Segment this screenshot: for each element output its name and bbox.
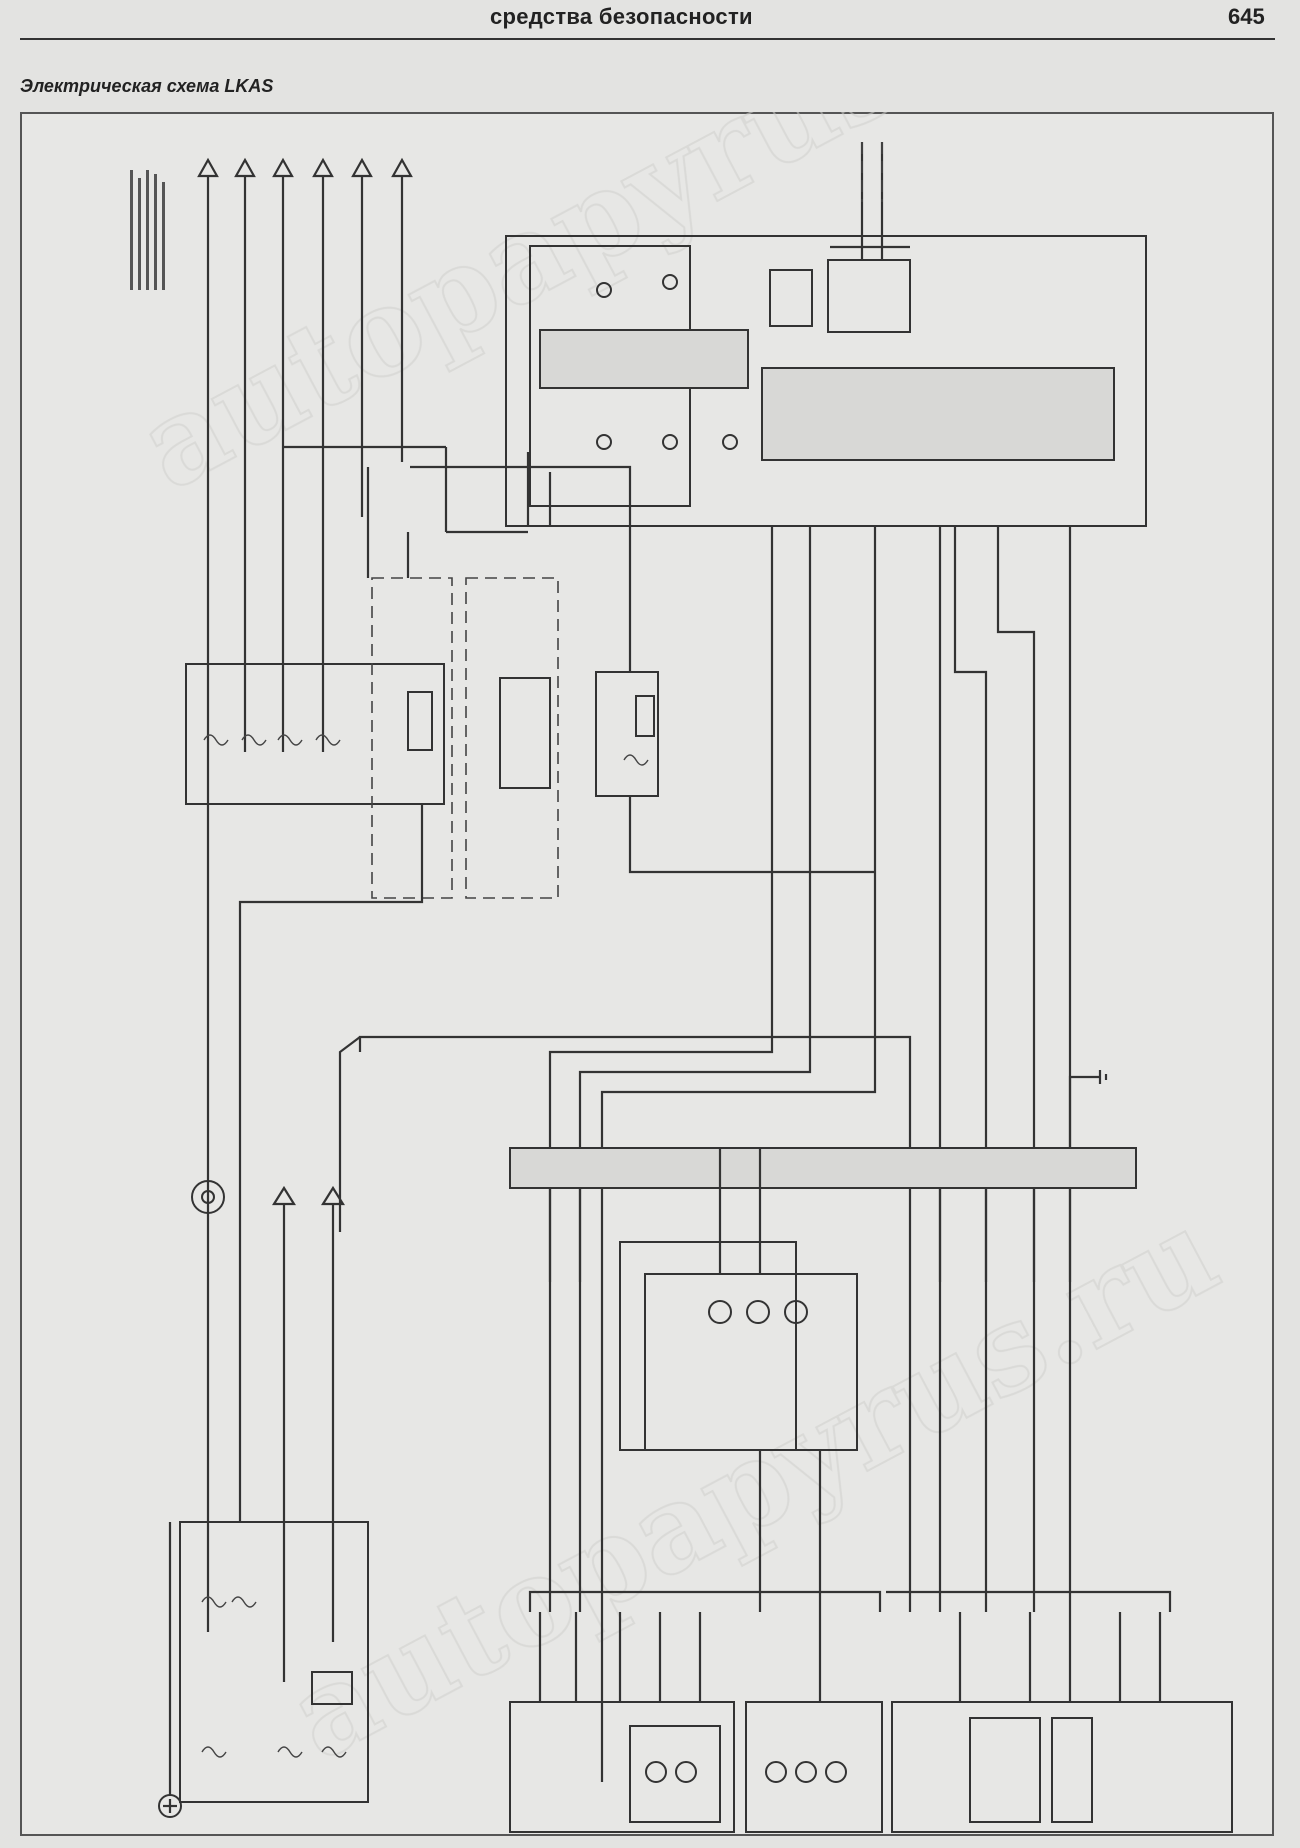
wiring-schematic: autopapyrus.ru autopapyrus.ru	[116, 112, 1241, 1833]
page-header: средства безопасности 645	[0, 0, 1300, 40]
input-arrow	[197, 157, 219, 752]
diagram-caption: Электрическая схема LKAS	[20, 76, 274, 96]
ground-symbol	[1068, 1070, 1108, 1148]
lower-relay-box	[179, 1521, 369, 1803]
input-arrow	[234, 157, 256, 752]
page-number: 645	[1228, 4, 1265, 29]
lower-wires	[548, 1188, 1072, 1612]
header-rule	[20, 38, 1275, 40]
input-arrow	[391, 157, 413, 462]
battery-symbol	[158, 1522, 182, 1818]
input-arrow	[312, 157, 334, 752]
lkas-control-module	[505, 142, 1147, 527]
input-arrow	[272, 157, 294, 752]
bottom-components	[509, 1590, 1233, 1833]
joint-connector	[509, 1147, 1137, 1189]
legend-block	[130, 170, 165, 290]
section-title: средства безопасности	[490, 4, 753, 29]
signal-arrows-mid	[272, 1185, 345, 1682]
input-arrows	[197, 157, 413, 752]
buzzer-symbol	[191, 1180, 225, 1214]
input-arrow	[351, 157, 373, 517]
fuse-box-driver	[185, 663, 445, 805]
steering-switch-cluster	[619, 1148, 858, 1451]
fuse-symbols	[203, 734, 649, 766]
watermark-lower: autopapyrus.ru	[267, 1181, 1239, 1787]
